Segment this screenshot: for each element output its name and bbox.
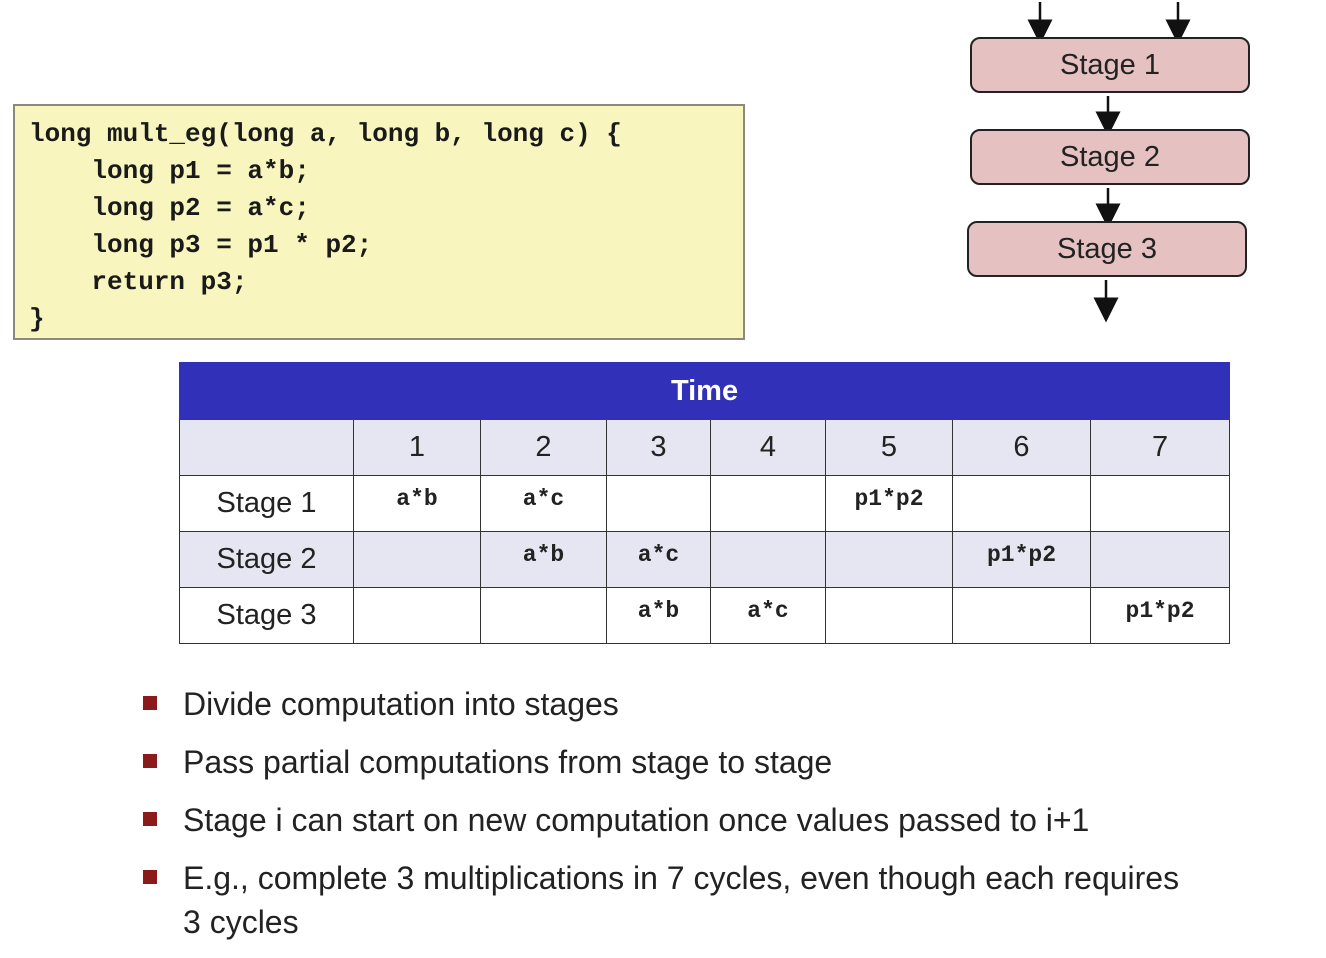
table-cell bbox=[480, 587, 607, 644]
table-cell bbox=[1089, 475, 1231, 532]
table-cell: a*c bbox=[606, 531, 711, 588]
table-cell: p1*p2 bbox=[1089, 587, 1231, 644]
code-line: } bbox=[29, 304, 45, 334]
table-cell bbox=[710, 475, 826, 532]
time-column-label: 3 bbox=[606, 419, 711, 476]
table-header-row: 1 2 3 4 5 6 7 bbox=[179, 419, 1231, 476]
bullet-item: Divide computation into stages bbox=[140, 682, 1290, 726]
table-cell bbox=[353, 531, 481, 588]
table-cell bbox=[825, 531, 953, 588]
bullet-item: E.g., complete 3 multiplications in 7 cy… bbox=[140, 856, 1193, 944]
table-cell: a*b bbox=[353, 475, 481, 532]
pipeline-stage-2: Stage 2 bbox=[970, 129, 1250, 185]
table-cell: p1*p2 bbox=[952, 531, 1091, 588]
table-row: Stage 1 a*b a*c p1*p2 bbox=[179, 475, 1231, 532]
time-column-label: 7 bbox=[1089, 419, 1231, 476]
code-line: long p3 = p1 * p2; bbox=[29, 230, 373, 260]
square-bullet-icon bbox=[143, 812, 157, 826]
bullet-text: Pass partial computations from stage to … bbox=[183, 744, 833, 780]
corner-cell bbox=[179, 419, 354, 476]
row-label: Stage 2 bbox=[179, 531, 354, 588]
time-column-label: 1 bbox=[353, 419, 481, 476]
table-cell: a*c bbox=[710, 587, 826, 644]
table-cell: a*b bbox=[480, 531, 607, 588]
bullet-item: Pass partial computations from stage to … bbox=[140, 740, 1290, 784]
time-column-label: 5 bbox=[825, 419, 953, 476]
table-cell bbox=[825, 587, 953, 644]
table-row: Stage 3 a*b a*c p1*p2 bbox=[179, 587, 1231, 644]
square-bullet-icon bbox=[143, 696, 157, 710]
table-cell bbox=[1089, 531, 1231, 588]
code-line: long p1 = a*b; bbox=[29, 156, 310, 186]
table-cell: p1*p2 bbox=[825, 475, 953, 532]
table-cell bbox=[710, 531, 826, 588]
row-label: Stage 3 bbox=[179, 587, 354, 644]
table-cell bbox=[353, 587, 481, 644]
row-label: Stage 1 bbox=[179, 475, 354, 532]
code-box: long mult_eg(long a, long b, long c) { l… bbox=[13, 104, 745, 340]
pipeline-stage-3: Stage 3 bbox=[967, 221, 1247, 277]
time-header: Time bbox=[178, 362, 1231, 420]
bullet-list: Divide computation into stages Pass part… bbox=[140, 682, 1290, 958]
time-column-label: 2 bbox=[480, 419, 607, 476]
bullet-item: Stage i can start on new computation onc… bbox=[140, 798, 1290, 842]
table-cell: a*b bbox=[606, 587, 711, 644]
table-cell bbox=[606, 475, 711, 532]
table-cell bbox=[952, 475, 1091, 532]
bullet-text: E.g., complete 3 multiplications in 7 cy… bbox=[183, 860, 1180, 940]
code-line: long p2 = a*c; bbox=[29, 193, 310, 223]
pipeline-stage-1: Stage 1 bbox=[970, 37, 1250, 93]
bullet-text: Stage i can start on new computation onc… bbox=[183, 802, 1090, 838]
table-row: Stage 2 a*b a*c p1*p2 bbox=[179, 531, 1231, 588]
bullet-text: Divide computation into stages bbox=[183, 686, 619, 722]
code-line: return p3; bbox=[29, 267, 248, 297]
time-column-label: 4 bbox=[710, 419, 826, 476]
time-column-label: 6 bbox=[952, 419, 1091, 476]
square-bullet-icon bbox=[143, 754, 157, 768]
table-cell bbox=[952, 587, 1091, 644]
table-cell: a*c bbox=[480, 475, 607, 532]
square-bullet-icon bbox=[143, 870, 157, 884]
code-line: long mult_eg(long a, long b, long c) { bbox=[29, 119, 622, 149]
pipeline-timing-table: Time 1 2 3 4 5 6 7 Stage 1 a*b a*c p1*p2… bbox=[178, 362, 1231, 644]
